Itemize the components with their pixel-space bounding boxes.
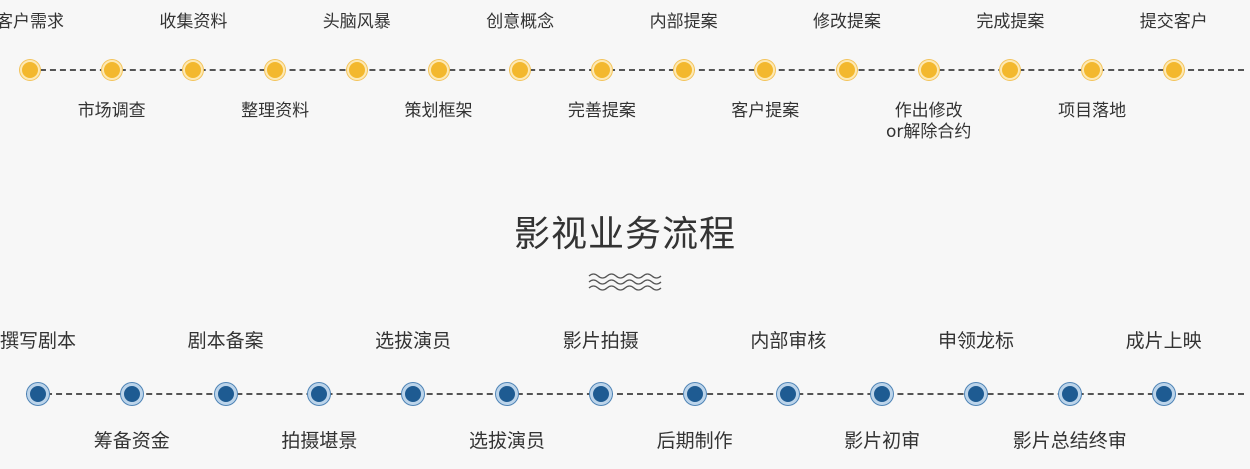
step-label: 成片上映 [1125, 330, 1202, 352]
bottom_flow-node-13 [1152, 383, 1175, 405]
step-label: 影片拍摄 [562, 330, 639, 352]
top_flow-node-15 [1163, 60, 1184, 80]
top_flow-node-5 [346, 60, 367, 80]
step-label: 拍摄堪景 [281, 430, 358, 452]
top_flow-node-11 [837, 60, 857, 80]
step-label: 市场调查 [77, 101, 146, 121]
step-label: 客户提案 [731, 101, 800, 121]
step-label: 客户需求 [0, 12, 64, 32]
top_flow-node-3 [183, 60, 204, 80]
step-label: 内部审核 [750, 330, 827, 352]
bottom_flow-node-2 [120, 383, 143, 405]
top_flow-node-12 [918, 60, 939, 80]
step-label: 影片总结终审 [1012, 430, 1127, 452]
top_flow-node-14 [1082, 60, 1103, 80]
step-label: 撰写剧本 [0, 330, 76, 352]
step-label: 提交客户 [1139, 12, 1208, 32]
top_flow-node-6 [428, 60, 449, 80]
bottom_flow-node-3 [214, 383, 237, 405]
diagram-title: 影视业务流程 [513, 214, 736, 255]
step-label: 整理资料 [241, 101, 310, 121]
bottom_flow-node-4 [308, 383, 331, 405]
bottom_flow-node-9 [777, 383, 800, 405]
step-label: 内部提案 [649, 12, 718, 32]
bottom_flow-node-6 [496, 383, 518, 405]
step-label: 选拔演员 [375, 330, 452, 352]
top_flow-node-13 [1000, 60, 1021, 80]
top_flow-node-9 [673, 60, 694, 80]
step-label: 完善提案 [567, 101, 636, 121]
step-label: 影片初审 [844, 430, 921, 452]
step-label: 完成提案 [976, 12, 1045, 32]
top_flow-node-4 [265, 60, 286, 80]
top_flow-node-10 [755, 60, 776, 80]
bottom_flow-node-10 [871, 383, 894, 405]
top-process-timeline: 客户需求 收集资料 头脑风暴 创意概念 内部提案 修改提案 完成提案 提交客户市场调查 整理资料… [0, 0, 1250, 160]
step-label: 策划框架 [404, 101, 473, 121]
bottom_flow-node-1 [27, 383, 49, 405]
step-label: 收集资料 [159, 12, 228, 32]
bottom-dashed-connector [26, 393, 1244, 395]
bottom_flow-node-5 [402, 383, 425, 405]
top_flow-node-2 [101, 60, 122, 80]
top-dashed-connector [20, 69, 1244, 71]
top_flow-node-8 [591, 60, 612, 80]
bottom_flow-node-7 [589, 383, 612, 405]
step-label: 项目落地 [1058, 101, 1127, 121]
wave-divider-icon [588, 273, 662, 291]
top_flow-node-7 [510, 60, 531, 80]
step-label: 选拔演员 [468, 430, 545, 452]
step-label: 修改提案 [813, 12, 881, 32]
bottom_flow-node-12 [1058, 383, 1081, 405]
step-label: 创意概念 [486, 12, 555, 32]
step-label: 剧本备案 [187, 330, 264, 352]
bottom-process-timeline: 撰写剧本剧本备案选拔演员影片拍摄内部审核申领龙标成片上映筹备资金拍摄堪景选拔演员… [0, 318, 1250, 469]
bottom_flow-node-8 [683, 383, 706, 405]
bottom_flow-node-11 [965, 383, 987, 405]
step-label: 申领龙标 [937, 330, 1014, 352]
top_flow-node-1 [20, 60, 40, 80]
step-label: 头脑风暴 [322, 12, 391, 32]
step-label: 后期制作 [656, 430, 733, 452]
step-label: 筹备资金 [93, 430, 170, 452]
